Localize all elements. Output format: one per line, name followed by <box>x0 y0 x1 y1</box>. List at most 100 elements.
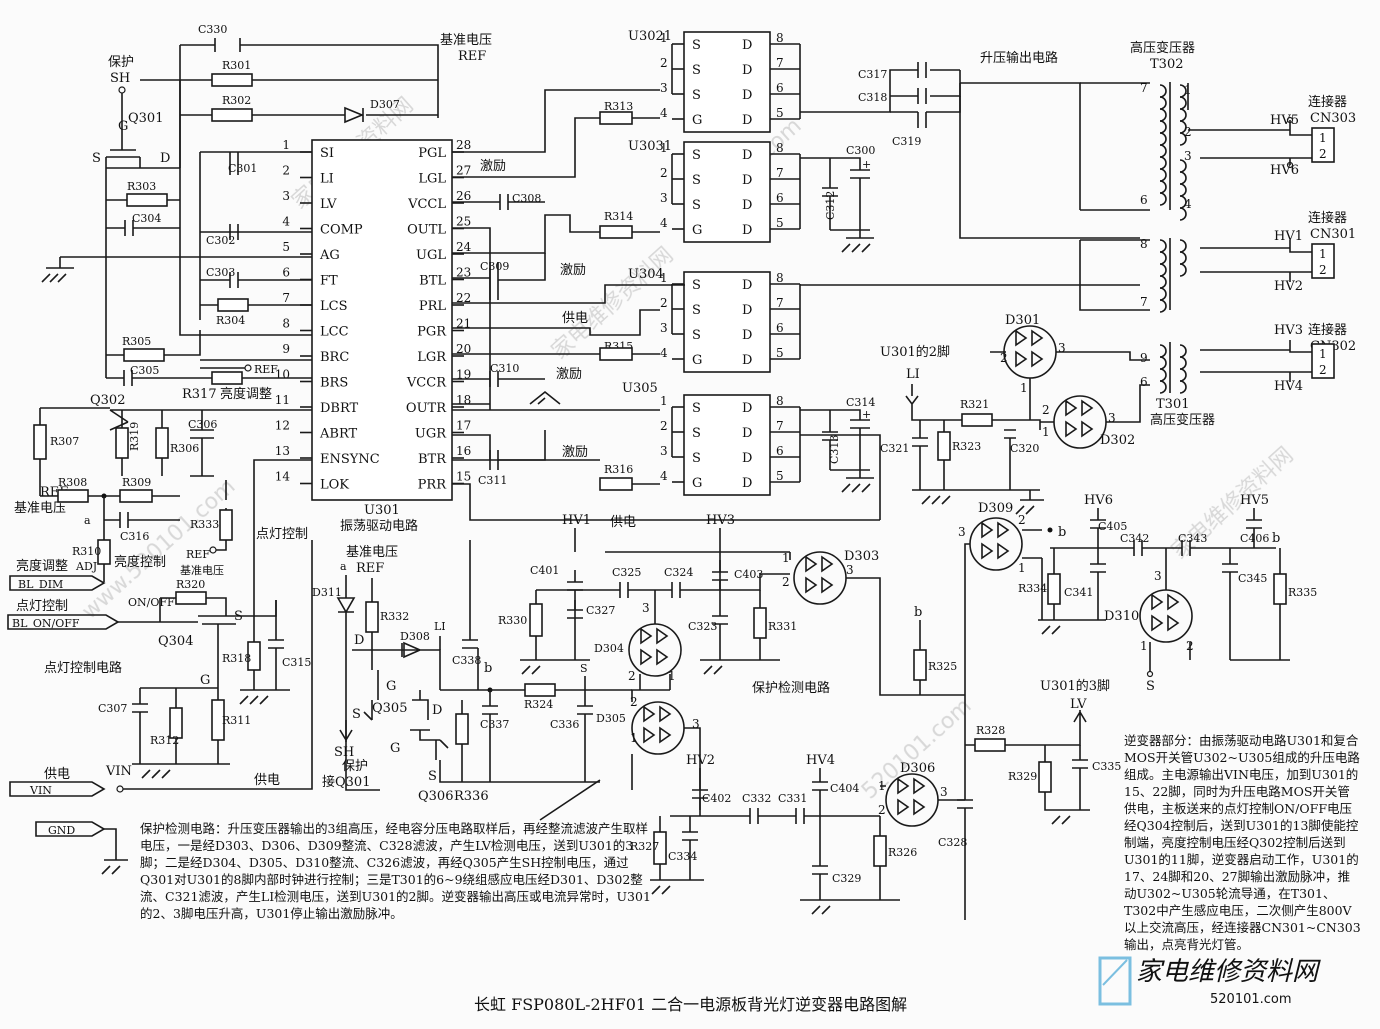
u301-pin-number: 7 <box>282 291 290 305</box>
r308-label: R308 <box>58 476 87 489</box>
input-ports: 亮度调整 BL_DIM 点灯控制 BL_ON/OFF ON/OFF R320 <box>7 558 227 630</box>
r330-label: R324 <box>524 698 553 711</box>
cn301-body <box>1311 243 1335 279</box>
mosfet-pin-name: D <box>742 113 752 128</box>
sh-label-2: SH <box>334 745 354 760</box>
r327-label: R327 <box>630 840 659 853</box>
mosfet-pin-name: S <box>692 63 701 78</box>
pin-1: 1 <box>1319 131 1327 145</box>
c303-label: C303 <box>206 266 235 279</box>
brightness-adj-label: 亮度调整 <box>220 386 272 402</box>
b-node-label: b <box>914 605 922 620</box>
brightness-circuit: Q302 R317 亮度调整 R307 R319 R306 C306 REF 基… <box>14 386 312 582</box>
c327-label: C327 <box>586 604 615 617</box>
c315-label: C315 <box>282 656 311 669</box>
logo-text: 家电维修资料网 <box>1136 957 1321 987</box>
gate-resistor-label: R316 <box>604 463 633 476</box>
ref-label: REF <box>458 49 486 64</box>
u301-pin-name: ABRT <box>319 427 358 442</box>
mosfet-pin-number: 8 <box>776 394 784 408</box>
u301-pin-number: 2 <box>282 164 290 178</box>
excite-label-1: 激励 <box>480 159 506 174</box>
r303-label: R303 <box>127 180 156 193</box>
mosfet-pin-name: S <box>692 328 701 343</box>
c343-label: C343 <box>1178 532 1207 545</box>
adj-label: ADJ <box>75 560 97 573</box>
u301-pin-number: 20 <box>456 342 471 356</box>
osc-drive-title: 振荡驱动电路 <box>340 518 418 534</box>
pin-2-10: 2 <box>1018 513 1026 527</box>
site-logo: 家电维修资料网 520101.com <box>1098 956 1321 1007</box>
mosfet-pin-name: G <box>692 353 702 368</box>
mosfet-pin-name: S <box>692 88 701 103</box>
cn302-caption: 连接器 <box>1308 322 1347 338</box>
u301-pin-number: 23 <box>456 266 471 280</box>
d310-label: D310 <box>1104 609 1139 624</box>
u301-pin-name: SI <box>320 146 334 161</box>
pin-2-3: 2 <box>1319 363 1327 377</box>
u301-pin-name: LV <box>320 197 337 212</box>
u301-pin-name: BRC <box>320 350 349 365</box>
vin-port <box>9 781 106 797</box>
r336-label: R325 <box>928 660 957 673</box>
u301-pin-name: OUTR <box>406 401 447 416</box>
c305-label: C305 <box>130 364 159 377</box>
cn301-caption: 连接器 <box>1308 210 1347 226</box>
pin-3-5: 3 <box>692 717 700 731</box>
r304-label: R304 <box>216 314 245 327</box>
hv3-label-2: HV3 <box>706 513 735 528</box>
hv5-label-2: HV5 <box>1240 493 1269 508</box>
mosfet-body <box>683 394 771 496</box>
mosfet-pin-name: D <box>742 476 752 491</box>
r320-label: R320 <box>176 578 205 591</box>
u301-pin-number: 9 <box>282 342 290 356</box>
t302-title: 高压变压器 <box>1130 40 1195 56</box>
ref-label-4: REF <box>356 561 384 576</box>
li-label-2: LI <box>434 620 446 633</box>
mosfet-pin-name: D <box>742 353 752 368</box>
c403-label: C403 <box>734 568 763 581</box>
brightness-ctrl-label: 亮度控制 <box>114 554 166 570</box>
mosfet-pin-number: 5 <box>776 469 784 483</box>
mosfet-pin-name: S <box>692 173 701 188</box>
r309-label: R309 <box>122 476 151 489</box>
mosfet-pin-number: 6 <box>776 321 784 335</box>
bl-onoff-port <box>7 614 120 630</box>
u301-pin-name: FT <box>320 274 338 289</box>
c317-label: C317 <box>858 68 887 81</box>
mosfet-pin-number: 8 <box>776 141 784 155</box>
q301-label: Q301 <box>128 111 163 126</box>
c302-label: C302 <box>206 234 235 247</box>
mosfet-pin-number: 6 <box>776 191 784 205</box>
r329-label: R329 <box>1008 770 1037 783</box>
transformer-pin: 9 <box>1140 351 1148 365</box>
mosfet-pin-number: 1 <box>660 31 668 45</box>
c336-label: C336 <box>550 718 579 731</box>
transformer-pin: 7 <box>1140 81 1148 95</box>
c406-label: C406 <box>1240 532 1269 545</box>
r334-label: R334 <box>1018 582 1047 595</box>
mosfet-pin-number: 3 <box>660 321 668 335</box>
r325-label: R330 <box>498 614 527 627</box>
protect-detect-title: 保护检测电路 <box>752 680 830 696</box>
u301-pin-number: 28 <box>456 138 471 152</box>
d309-label: D309 <box>978 501 1013 516</box>
left-rc-network: R303 C304 C301 C302 C303 R304 R305 C305 … <box>41 152 312 386</box>
mosfet-pin-number: 5 <box>776 346 784 360</box>
mosfet-pin-number: 3 <box>660 191 668 205</box>
bl-dim-port <box>9 575 106 591</box>
mosfet-pin-number: 5 <box>776 216 784 230</box>
mosfet-pin-number: 7 <box>776 56 784 70</box>
bl-onoff-label: BL_ON/OFF <box>12 617 80 630</box>
hv2-label-2: HV2 <box>686 753 715 768</box>
c312-label: C312 <box>824 191 837 220</box>
c328-label: C328 <box>938 836 967 849</box>
u301-pin-name: AG <box>319 248 340 263</box>
c332-label: C332 <box>742 792 771 805</box>
vin-label: VIN <box>29 784 52 797</box>
pin-3-2: 3 <box>1108 411 1116 425</box>
mosfet-pin-number: 2 <box>660 296 668 310</box>
u301-pin-number: 27 <box>456 164 471 178</box>
